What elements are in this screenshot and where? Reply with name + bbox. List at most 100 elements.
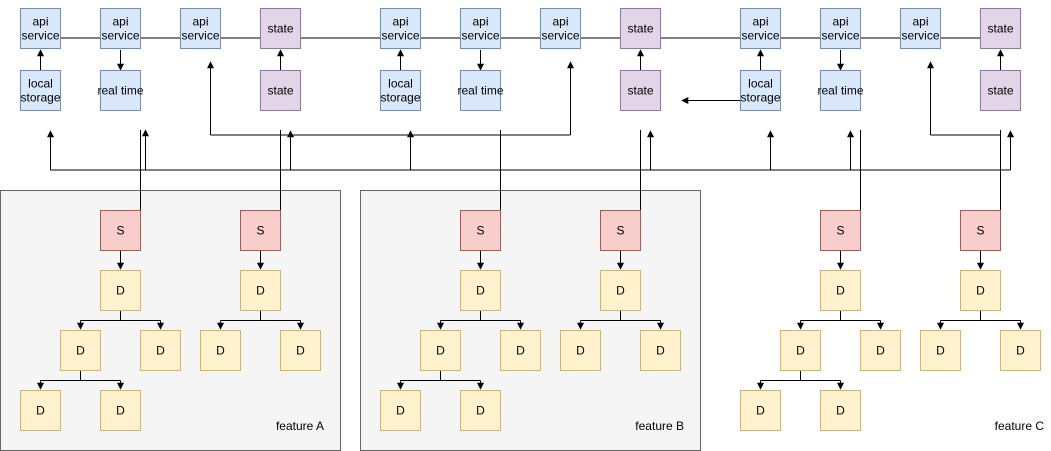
dumb-component-node-box bbox=[920, 330, 961, 371]
store-node-label: S bbox=[116, 224, 124, 238]
panel-feature-a-label: feature A bbox=[276, 419, 324, 433]
dumb-component-node: D bbox=[460, 270, 501, 311]
panel-feature-c-label: feature C bbox=[995, 419, 1045, 433]
dumb-component-node-box bbox=[600, 270, 641, 311]
store-node-box bbox=[820, 210, 861, 251]
dumb-component-node: D bbox=[640, 330, 681, 371]
real-time-node: real time bbox=[97, 70, 144, 111]
api-service-node-box bbox=[380, 8, 421, 49]
dumb-component-node-box bbox=[140, 330, 181, 371]
dumb-component-node: D bbox=[820, 390, 861, 431]
api-service-node-box bbox=[900, 8, 941, 49]
store-node-box bbox=[240, 210, 281, 251]
dumb-component-node-box bbox=[460, 390, 501, 431]
store-node: S bbox=[460, 210, 501, 251]
api-service-node-box bbox=[180, 8, 221, 49]
store-node-label: S bbox=[976, 224, 984, 238]
dumb-component-node-label: D bbox=[876, 344, 885, 358]
api-service-node-box bbox=[20, 8, 61, 49]
dumb-component-node-label: D bbox=[256, 284, 265, 298]
api-service-node-box bbox=[460, 8, 501, 49]
api-service-node-box bbox=[820, 8, 861, 49]
dumb-component-node-label: D bbox=[836, 404, 845, 418]
state-node-box bbox=[980, 8, 1021, 49]
api-service-node-box bbox=[100, 8, 141, 49]
dumb-component-node-label: D bbox=[36, 404, 45, 418]
dumb-component-node-label: D bbox=[616, 284, 625, 298]
state-node: state bbox=[620, 8, 661, 49]
dumb-component-node: D bbox=[600, 270, 641, 311]
dumb-component-node-label: D bbox=[756, 404, 765, 418]
api-service-node-box bbox=[740, 8, 781, 49]
dumb-component-node-box bbox=[20, 390, 61, 431]
store-node-label: S bbox=[616, 224, 624, 238]
dumb-component-node-box bbox=[560, 330, 601, 371]
dumb-component-node-label: D bbox=[476, 284, 485, 298]
dumb-component-node-box bbox=[100, 390, 141, 431]
dumb-component-node-label: D bbox=[116, 404, 125, 418]
dumb-component-node-label: D bbox=[476, 404, 485, 418]
dumb-component-node: D bbox=[200, 330, 241, 371]
dumb-component-node-box bbox=[100, 270, 141, 311]
real-time-node-label: real time bbox=[457, 84, 503, 98]
dumb-component-node: D bbox=[100, 270, 141, 311]
dumb-component-node-label: D bbox=[296, 344, 305, 358]
real-time-node-box bbox=[820, 70, 861, 111]
store-node-label: S bbox=[256, 224, 264, 238]
dumb-component-node-box bbox=[820, 390, 861, 431]
dumb-component-node-box bbox=[460, 270, 501, 311]
dumb-component-node-box bbox=[500, 330, 541, 371]
real-time-node-label: real time bbox=[97, 84, 143, 98]
store-node-box bbox=[600, 210, 641, 251]
state-node: state bbox=[260, 8, 301, 49]
dumb-component-node-box bbox=[860, 330, 901, 371]
local-storage-node-box bbox=[380, 70, 421, 111]
dumb-component-node: D bbox=[820, 270, 861, 311]
real-time-node-label: real time bbox=[817, 84, 863, 98]
store-node: S bbox=[240, 210, 281, 251]
dumb-component-node: D bbox=[960, 270, 1001, 311]
state-node: state bbox=[620, 70, 661, 111]
dumb-component-node: D bbox=[240, 270, 281, 311]
dumb-component-node-label: D bbox=[976, 284, 985, 298]
dumb-component-node-box bbox=[640, 330, 681, 371]
dumb-component-node-box bbox=[280, 330, 321, 371]
state-node-box bbox=[980, 70, 1021, 111]
dumb-component-node-label: D bbox=[436, 344, 445, 358]
store-node: S bbox=[600, 210, 641, 251]
state-node: state bbox=[980, 70, 1021, 111]
dumb-component-node-label: D bbox=[576, 344, 585, 358]
state-node-label: state bbox=[267, 84, 293, 98]
dumb-component-node: D bbox=[740, 390, 781, 431]
dumb-component-node-label: D bbox=[156, 344, 165, 358]
dumb-component-node-label: D bbox=[116, 284, 125, 298]
dumb-component-node: D bbox=[780, 330, 821, 371]
dumb-component-node: D bbox=[20, 390, 61, 431]
state-node-box bbox=[620, 8, 661, 49]
real-time-node-box bbox=[100, 70, 141, 111]
real-time-node: real time bbox=[457, 70, 504, 111]
store-node: S bbox=[960, 210, 1001, 251]
dumb-component-node: D bbox=[280, 330, 321, 371]
dumb-component-node-label: D bbox=[516, 344, 525, 358]
store-node-box bbox=[100, 210, 141, 251]
dumb-component-node-label: D bbox=[836, 284, 845, 298]
state-node-box bbox=[620, 70, 661, 111]
dumb-component-node: D bbox=[140, 330, 181, 371]
